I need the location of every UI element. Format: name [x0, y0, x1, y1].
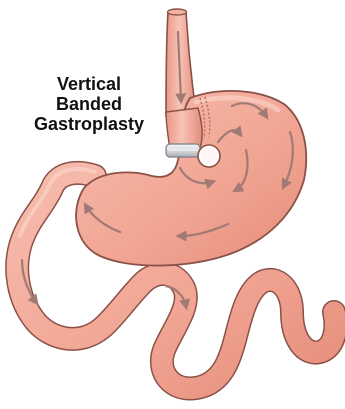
- stoma-opening: [198, 145, 220, 167]
- band-ring: [166, 144, 200, 157]
